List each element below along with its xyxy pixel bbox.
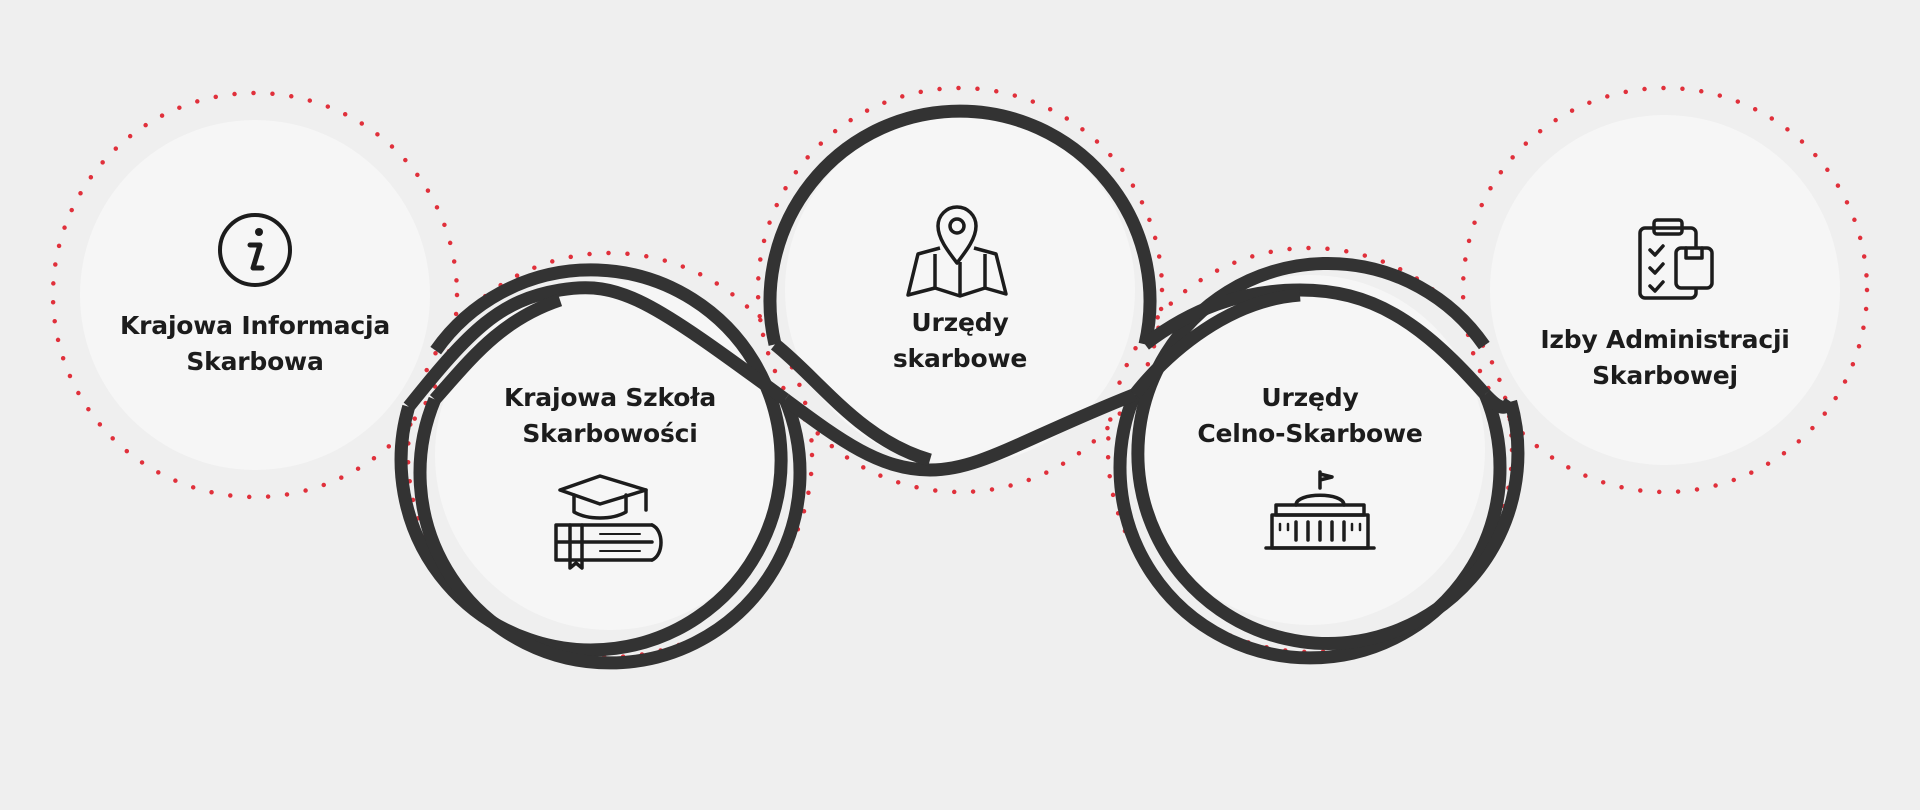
graduation-cap-books-icon xyxy=(554,474,663,570)
node-kis-line1: Krajowa Informacja xyxy=(119,311,391,340)
map-pin-icon xyxy=(906,205,1008,298)
disc-ucs xyxy=(1135,275,1485,625)
node-ucs-line2: Celno-Skarbowe xyxy=(1197,419,1423,448)
government-building-icon xyxy=(1264,470,1376,550)
wave-connector-2 xyxy=(429,293,563,404)
node-label-kss: Krajowa Szkoła Skarbowości xyxy=(440,380,780,452)
node-ias-line2: Skarbowej xyxy=(1592,361,1738,390)
dotted-halo-kis xyxy=(50,90,460,500)
node-label-us: Urzędy skarbowe xyxy=(790,305,1130,377)
node-kss-line1: Krajowa Szkoła xyxy=(503,383,717,412)
ring-ias xyxy=(1131,256,1525,650)
ring-ucs xyxy=(1113,391,1507,665)
node-us-line1: Urzędy xyxy=(911,308,1009,337)
wave-connector-1 xyxy=(403,281,790,411)
wave-connector-6 xyxy=(1480,389,1517,414)
wave-connector-7 xyxy=(1129,288,1301,399)
wave-connector-3 xyxy=(781,388,1138,477)
node-kis-line2: Skarbowa xyxy=(186,347,324,376)
ring-us xyxy=(763,104,1157,346)
ring-kis xyxy=(394,263,788,657)
dotted-halo-ias xyxy=(1460,85,1870,495)
wave-connector-5 xyxy=(1141,283,1491,399)
dotted-halo-us xyxy=(755,85,1165,495)
node-label-ucs: Urzędy Celno-Skarbowe xyxy=(1140,380,1480,452)
disc-kss xyxy=(435,280,785,630)
wave-connector-4 xyxy=(770,339,932,467)
node-kss-line2: Skarbowości xyxy=(522,419,698,448)
clipboard-checklist-icon xyxy=(1638,218,1714,300)
node-ias-line1: Izby Administracji xyxy=(1540,325,1790,354)
dotted-halo-kss xyxy=(405,250,815,660)
node-label-ias: Izby Administracji Skarbowej xyxy=(1495,322,1835,394)
disc-kis xyxy=(80,120,430,470)
node-ucs-line1: Urzędy xyxy=(1261,383,1359,412)
node-label-kis: Krajowa Informacja Skarbowa xyxy=(85,308,425,380)
info-icon xyxy=(218,213,292,287)
disc-ias xyxy=(1490,115,1840,465)
ring-kss xyxy=(413,396,807,670)
node-us-line2: skarbowe xyxy=(892,344,1028,373)
